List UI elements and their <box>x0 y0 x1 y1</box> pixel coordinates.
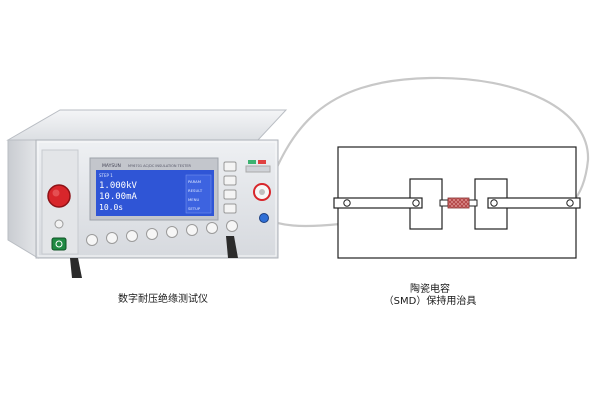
electrode-bar-right <box>487 197 581 209</box>
insulation-tester: MAYSUN MY6701 AC/DC INSULATION TESTER ST… <box>6 109 288 278</box>
led-green <box>248 160 256 164</box>
electrode-bar-left <box>333 197 423 209</box>
power-button[interactable] <box>51 237 67 251</box>
fixture-caption-line2: （SMD）保持用治具 <box>383 296 477 307</box>
stop-button[interactable] <box>47 184 71 208</box>
screw-hole-right <box>566 199 574 207</box>
softkey-1[interactable] <box>223 161 237 172</box>
lcd-reading-time: 10.0s <box>99 203 123 212</box>
screw-hole-mid-right <box>490 199 498 207</box>
key-3[interactable] <box>126 230 138 242</box>
lcd-reading-current: 10.00mA <box>99 192 138 202</box>
start-button[interactable] <box>54 219 64 229</box>
key-4[interactable] <box>146 228 158 240</box>
power-icon <box>55 240 63 248</box>
softkey-3[interactable] <box>223 189 237 200</box>
screw-hole-mid-left <box>412 199 420 207</box>
instrument-side <box>7 139 39 259</box>
key-2[interactable] <box>106 232 118 244</box>
foot-right <box>226 236 238 258</box>
test-lead-wire <box>263 76 590 203</box>
key-7[interactable] <box>206 222 218 234</box>
instrument-top <box>6 109 288 141</box>
key-8[interactable] <box>226 220 238 232</box>
lcd-label-setup: SETUP <box>188 206 201 211</box>
return-terminal[interactable] <box>259 213 269 223</box>
keypad-row <box>86 220 238 246</box>
foot-left <box>70 258 82 278</box>
softkey-2[interactable] <box>223 175 237 186</box>
led-panel <box>245 165 271 173</box>
lcd-reading-voltage: 1.000kV <box>99 181 138 191</box>
fixture-caption-line1: 陶瓷电容 <box>410 284 450 295</box>
key-6[interactable] <box>186 224 198 236</box>
led-red <box>258 160 266 164</box>
key-1[interactable] <box>86 234 98 246</box>
model-label: MY6701 AC/DC INSULATION TESTER <box>128 164 192 168</box>
brand-label: MAYSUN <box>102 163 121 169</box>
lcd-label-menu: MENU <box>188 197 200 202</box>
lcd-label-param: PARAM <box>188 179 201 184</box>
softkey-4[interactable] <box>223 203 237 214</box>
smd-fixture-diagram <box>333 146 581 259</box>
lcd-header: STEP 1 <box>99 173 113 178</box>
screw-hole-left <box>343 199 351 207</box>
key-5[interactable] <box>166 226 178 238</box>
lcd-label-result: RESULT <box>188 188 203 193</box>
instrument-caption: 数字耐压绝缘测试仪 <box>118 294 208 305</box>
